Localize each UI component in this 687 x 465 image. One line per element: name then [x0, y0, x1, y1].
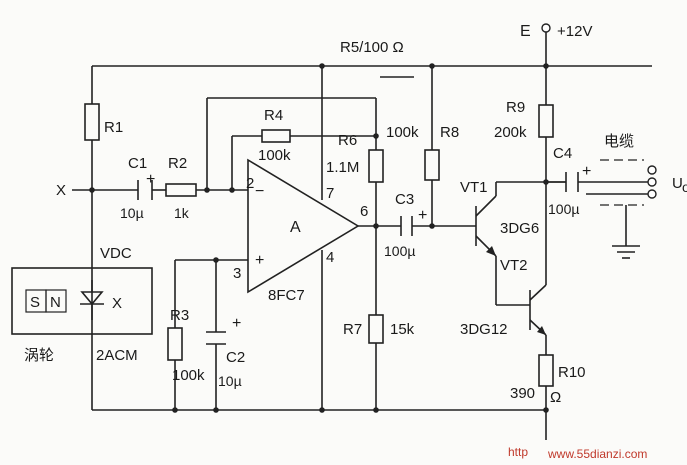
watermark-left: http — [508, 445, 528, 459]
vt2-name: VT2 — [500, 257, 528, 274]
r2-name: R2 — [168, 155, 187, 172]
c3-name: C3 — [395, 191, 414, 208]
c2-plus: + — [232, 315, 241, 332]
opamp-pin3: 3 — [233, 265, 241, 282]
opamp-pin7: 7 — [326, 185, 334, 202]
opamp-part: 8FC7 — [268, 287, 305, 304]
r6-value: 1.1M — [326, 159, 359, 176]
r3-name: R3 — [170, 307, 189, 324]
c1-plus: + — [146, 171, 155, 188]
r9-value: 200k — [494, 124, 527, 141]
output-sub: o — [682, 179, 687, 195]
r9-name: R9 — [506, 99, 525, 116]
output-terminal-1 — [647, 165, 657, 175]
resistor-r8 — [424, 149, 440, 181]
r10-unit: Ω — [550, 389, 561, 406]
junction-dot — [543, 63, 549, 69]
magnet-n — [45, 289, 67, 313]
r8-value: 100k — [386, 124, 419, 141]
opamp-pin2: 2 — [246, 175, 254, 192]
supply-node-label: E — [520, 23, 531, 40]
output-terminal-2 — [647, 177, 657, 187]
junction-dot — [204, 187, 210, 193]
r4-value: 100k — [258, 147, 291, 164]
junction-dot — [89, 187, 95, 193]
resistor-r3 — [167, 327, 183, 361]
output-terminal-3 — [647, 189, 657, 199]
junction-dot — [319, 63, 325, 69]
opamp-pin4: 4 — [326, 249, 334, 266]
c4-name: C4 — [553, 145, 572, 162]
r7-value: 15k — [390, 321, 415, 338]
junction-dot — [213, 257, 219, 263]
c2-value: 10µ — [218, 373, 242, 389]
opamp-triangle — [247, 158, 360, 294]
resistor-r4 — [261, 129, 291, 143]
junction-dot — [429, 63, 435, 69]
r2-value: 1k — [174, 205, 190, 221]
junction-dot — [319, 407, 325, 413]
junction-dot — [213, 407, 219, 413]
resistor-r2 — [165, 183, 197, 197]
resistor-r10 — [538, 354, 554, 387]
resistor-r1 — [84, 103, 100, 141]
node-x-label: X — [56, 182, 66, 199]
r10-name: R10 — [558, 364, 586, 381]
opamp-name: A — [290, 219, 301, 236]
vt1-part: 3DG6 — [500, 220, 539, 237]
resistor-r6 — [368, 149, 384, 183]
cable-label: 电缆 — [604, 133, 634, 150]
supply-terminal — [541, 23, 551, 33]
r1-label: R1 — [104, 119, 123, 136]
c1-value: 10µ — [120, 205, 144, 221]
junction-dot — [172, 407, 178, 413]
vt1-emitter-arrow — [486, 246, 496, 256]
magnet-s-label: S — [30, 294, 40, 311]
r5-label: R5/100 Ω — [340, 39, 404, 56]
c4-value: 100µ — [548, 201, 579, 217]
c4-plus: + — [582, 163, 591, 180]
turbine-label: 涡轮 — [24, 347, 54, 364]
resistor-r7 — [368, 314, 384, 344]
c1-name: C1 — [128, 155, 147, 172]
supply-voltage-label: +12V — [557, 23, 592, 40]
watermark-right: www.55dianzi.com — [547, 447, 647, 461]
c3-plus: + — [418, 207, 427, 224]
junction-dot — [373, 223, 379, 229]
r4-name: R4 — [264, 107, 283, 124]
junction-dot — [229, 187, 235, 193]
r6-name: R6 — [338, 132, 357, 149]
junction-dot — [543, 179, 549, 185]
sensor-box — [11, 267, 153, 335]
opamp-pin6: 6 — [360, 203, 368, 220]
opamp-minus: − — [255, 183, 264, 200]
vdc-label: VDC — [100, 245, 132, 262]
junction-dot — [543, 407, 549, 413]
r7-name: R7 — [343, 321, 362, 338]
junction-dot — [429, 223, 435, 229]
resistor-r9 — [538, 104, 554, 138]
vt1-name: VT1 — [460, 179, 488, 196]
c3-value: 100µ — [384, 243, 415, 259]
c2-name: C2 — [226, 349, 245, 366]
vt2-part: 3DG12 — [460, 321, 508, 338]
output-label: U — [672, 175, 683, 192]
r3-value: 100k — [172, 367, 205, 384]
vt1-collector — [475, 195, 497, 217]
opamp-plus: + — [255, 252, 264, 269]
vt2-collector — [529, 284, 547, 301]
sensor-part-label: 2ACM — [96, 347, 138, 364]
vt2-emitter-arrow — [537, 326, 546, 335]
magnet-n-label: N — [50, 294, 61, 311]
junction-dot — [373, 133, 379, 139]
sensor-x-label: X — [112, 295, 122, 312]
r10-value: 390 — [510, 385, 535, 402]
r8-name: R8 — [440, 124, 459, 141]
junction-dot — [373, 407, 379, 413]
